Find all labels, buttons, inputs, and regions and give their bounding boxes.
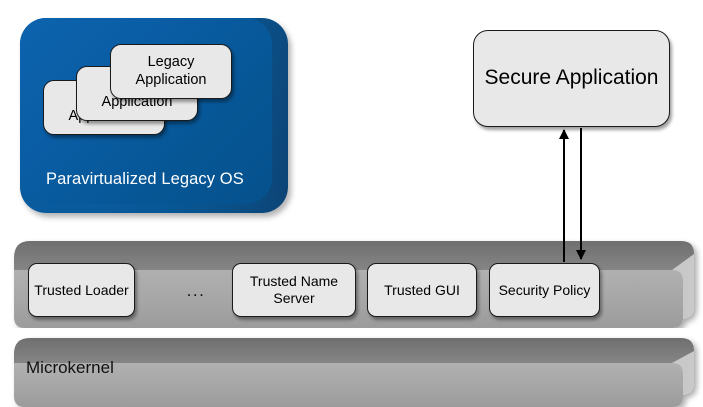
microkernel-label: Microkernel bbox=[26, 358, 114, 377]
services-ellipsis: ... bbox=[186, 281, 206, 300]
trusted-loader-line1: Trusted bbox=[34, 281, 82, 298]
legacy-application-box-front[interactable]: Legacy Application bbox=[110, 44, 232, 99]
security-policy-box[interactable]: Security Policy bbox=[489, 263, 600, 317]
trusted-gui-line1: Trusted bbox=[384, 281, 432, 298]
trusted-loader-line2: Loader bbox=[85, 281, 129, 298]
secure-application-box[interactable]: Secure Application bbox=[473, 30, 670, 127]
security-policy-line1: Security bbox=[498, 281, 550, 298]
secure-app-line2: Application bbox=[555, 66, 659, 90]
secure-app-line1: Secure bbox=[484, 66, 552, 90]
trusted-gui-line2: GUI bbox=[434, 281, 460, 298]
legacy-app-line1-front: Legacy bbox=[147, 54, 195, 71]
trusted-name-server-box[interactable]: Trusted Name Server bbox=[232, 263, 356, 317]
security-policy-line2: Policy bbox=[553, 281, 591, 298]
legacy-app-line2-front: Application bbox=[135, 71, 207, 88]
trusted-loader-box[interactable]: Trusted Loader bbox=[28, 263, 135, 317]
trusted-gui-box[interactable]: Trusted GUI bbox=[367, 263, 477, 317]
trusted-name-server-line1: Trusted bbox=[249, 273, 297, 290]
paravirtualized-legacy-os-label: Paravirtualized Legacy OS bbox=[46, 170, 244, 188]
